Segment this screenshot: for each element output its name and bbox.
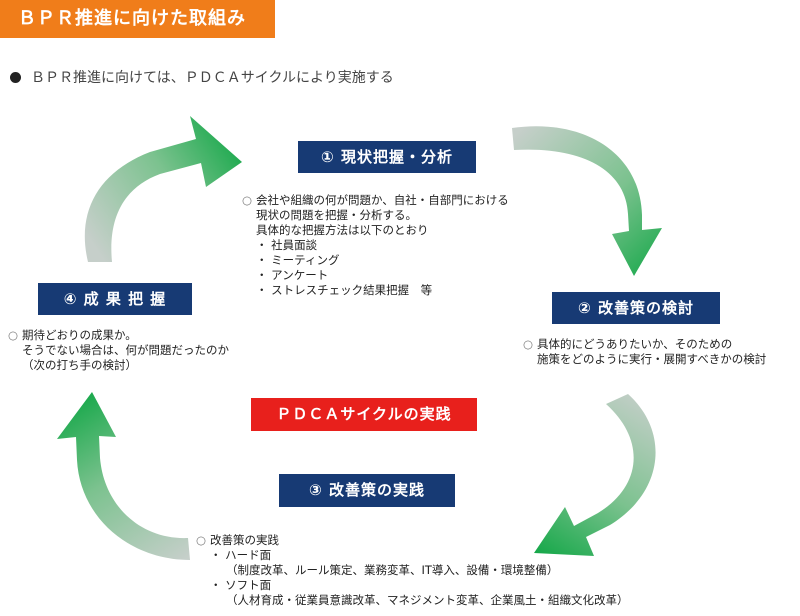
circle-bullet-icon: ○	[242, 193, 253, 207]
arrow-3-to-4	[57, 392, 190, 560]
circle-bullet-icon: ○	[196, 533, 207, 547]
step-2-label: ② 改善策の検討	[552, 292, 720, 324]
circle-bullet-icon: ○	[8, 328, 19, 342]
step-1-line: 現状の問題を把握・分析する。	[256, 208, 417, 222]
step-3-line: （制度改革、ルール策定、業務変革、IT導入、設備・環境整備）	[226, 563, 559, 577]
step-1-line: ・ 社員面談	[256, 238, 318, 252]
page-title: ＢＰＲ推進に向けた取組み	[0, 0, 275, 38]
arrow-4-to-1	[84, 116, 242, 262]
step-3-line: ・ ソフト面	[210, 578, 272, 592]
step-3-description: ○改善策の実践 ・ ハード面 （制度改革、ルール策定、業務変革、IT導入、設備・…	[196, 533, 800, 608]
circle-bullet-icon: ○	[523, 337, 534, 351]
step-2-description: ○具体的にどうありたいか、そのための 施策をどのように実行・展開すべきかの検討	[523, 337, 800, 367]
step-3-line: （人材育成・従業員意識改革、マネジメント変革、企業風土・組織文化改革）	[226, 593, 629, 607]
step-1-line: 具体的な把握方法は以下のとおり	[256, 223, 429, 237]
step-1-description: ○会社や組織の何が問題か、自社・自部門における 現状の問題を把握・分析する。 具…	[242, 193, 582, 298]
step-1-line: 会社や組織の何が問題か、自社・自部門における	[256, 193, 509, 207]
step-3-line: ・ ハード面	[210, 548, 272, 562]
bullet-icon	[10, 72, 21, 83]
step-1-label: ① 現状把握・分析	[298, 141, 476, 173]
intro-text: ＢＰＲ推進に向けては、ＰＤＣＡサイクルにより実施する	[10, 67, 394, 87]
arrow-1-to-2	[512, 126, 662, 276]
step-2-line: 施策をどのように実行・展開すべきかの検討	[537, 352, 767, 366]
step-2-line: 具体的にどうありたいか、そのための	[537, 337, 733, 351]
step-1-line: ・ ストレスチェック結果把握 等	[256, 283, 433, 297]
step-3-label: ③ 改善策の実践	[279, 474, 455, 507]
step-4-description: ○期待どおりの成果か。 そうでない場合は、何が問題だったのか （次の打ち手の検討…	[8, 328, 278, 373]
step-1-line: ・ ミーティング	[256, 253, 340, 267]
step-3-line: 改善策の実践	[210, 533, 279, 547]
step-4-line: （次の打ち手の検討）	[22, 358, 137, 372]
intro-label: ＢＰＲ推進に向けては、ＰＤＣＡサイクルにより実施する	[31, 70, 394, 86]
step-1-line: ・ アンケート	[256, 268, 329, 282]
step-4-line: 期待どおりの成果か。	[22, 328, 137, 342]
pdca-cycle-label: ＰＤＣＡサイクルの実践	[251, 398, 477, 431]
step-4-label: ④ 成 果 把 握	[38, 283, 192, 315]
step-4-line: そうでない場合は、何が問題だったのか	[22, 343, 229, 357]
arrow-2-to-3	[534, 394, 656, 556]
